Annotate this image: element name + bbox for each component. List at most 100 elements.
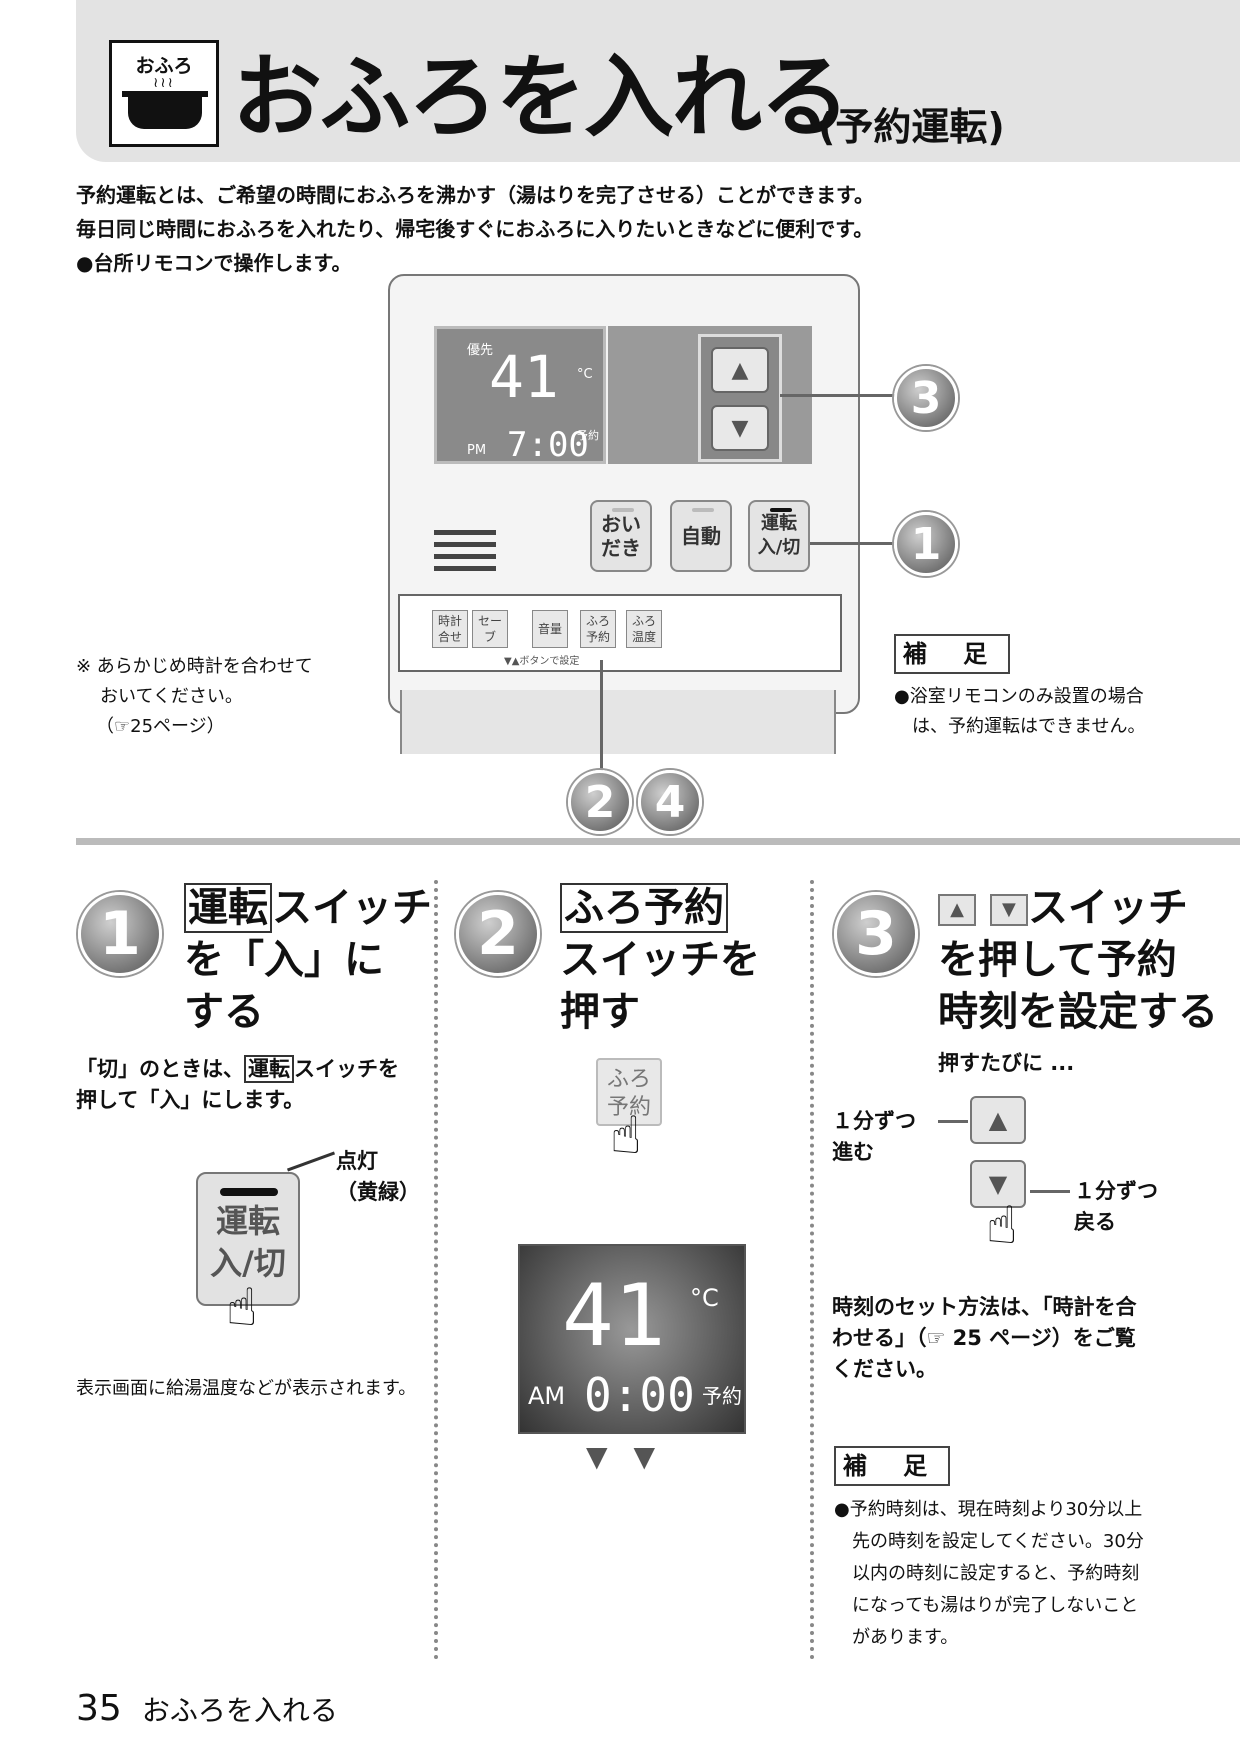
- step-2-key: ふろ予約: [560, 883, 728, 933]
- callout-2: 2: [568, 770, 632, 834]
- remote-arrow-buttons: ▲ ▼: [698, 334, 782, 462]
- step-3-title: ▲ ▼スイッチ を押して予約 時刻を設定する: [938, 882, 1218, 1038]
- step-3-body-line: ください。: [832, 1357, 937, 1381]
- triangle-down-icon: ▼: [988, 1170, 1008, 1198]
- sub-panel-caption: ▼▲ボタンで設定: [504, 656, 580, 667]
- bath-reserve-button-closeup[interactable]: ふろ 予約: [596, 1058, 662, 1126]
- tub-shape: [128, 93, 202, 129]
- step-3-title-line: を押して予約: [938, 937, 1177, 983]
- header-band: [76, 0, 1240, 162]
- steam-icon: ≀≀≀: [153, 75, 175, 91]
- led: [770, 508, 792, 512]
- blink-marks: ▼▼: [586, 1440, 682, 1473]
- callout-line: [600, 660, 603, 782]
- step-1-title: 運転スイッチ を「入」に する: [184, 882, 432, 1038]
- callout-line: [1030, 1190, 1070, 1193]
- up-label: １分ずつ 進む: [832, 1106, 916, 1168]
- step-3-note: ●予約時刻は、現在時刻より30分以上 先の時刻を設定してください。30分 以内の…: [834, 1494, 1144, 1654]
- hosoku-line: ●浴室リモコンのみ設置の場合: [894, 686, 1144, 707]
- bath-icon-label: おふろ: [135, 55, 193, 77]
- triangle-up-icon: ▲: [988, 1106, 1008, 1134]
- lamp-indicator: [220, 1188, 278, 1196]
- step-1-title-rest: スイッチ: [272, 885, 432, 931]
- step-3-body-line: わせる」（☞ 25 ページ）をご覧: [832, 1326, 1136, 1350]
- step-3-body-line: 時刻のセット方法は、「時計を合: [832, 1295, 1137, 1319]
- step-2-number: 2: [456, 892, 540, 976]
- triangle-down-icon: ▼: [989, 894, 1028, 926]
- triangle-up-icon: ▲: [731, 357, 749, 383]
- step-1-number: 1: [78, 892, 162, 976]
- column-divider: [810, 880, 814, 1660]
- step-3-body: 時刻のセット方法は、「時計を合 わせる」（☞ 25 ページ）をご覧 ください。: [832, 1292, 1137, 1385]
- clock-set-button[interactable]: 時計 合せ: [432, 610, 468, 648]
- step-3-number: 3: [834, 892, 918, 976]
- callout-line: [938, 1120, 968, 1123]
- step-3-title-line: 時刻を設定する: [938, 989, 1218, 1035]
- pointing-hand-icon: ☝: [986, 1196, 1018, 1256]
- step-2-title-line: 押す: [560, 989, 640, 1035]
- lamp-pointer: [286, 1151, 336, 1172]
- step-1-body-key: 運転: [244, 1055, 294, 1083]
- lamp-label-line: （黄緑）: [336, 1180, 420, 1204]
- remote-mount: [400, 690, 836, 754]
- button-line: 運転: [215, 1202, 280, 1240]
- lcd-closeup-ampm: AM: [528, 1382, 566, 1410]
- lcd-closeup-reserve: 予約: [702, 1384, 742, 1408]
- lcd-closeup-unit: °C: [690, 1284, 719, 1312]
- bath-icon: おふろ ≀≀≀: [109, 40, 219, 147]
- button-line: 予約: [606, 1095, 651, 1120]
- oidaki-button[interactable]: おい だき: [590, 500, 652, 572]
- hosoku-label: 補 足: [894, 634, 1010, 674]
- note-line: になっても湯はりが完了しないこと: [852, 1595, 1139, 1616]
- column-divider: [434, 880, 438, 1660]
- led: [692, 508, 714, 512]
- up-label-line: 進む: [832, 1140, 874, 1164]
- power-button-closeup[interactable]: 運転 入/切: [196, 1172, 300, 1306]
- auto-button[interactable]: 自動: [670, 500, 732, 572]
- auto-label: 自動: [681, 524, 721, 548]
- down-label: １分ずつ 戻る: [1074, 1176, 1158, 1238]
- save-button[interactable]: セーブ: [472, 610, 508, 648]
- bath-reserve-button[interactable]: ふろ 予約: [580, 610, 616, 648]
- arrow-up-button[interactable]: ▲: [711, 347, 769, 393]
- side-note-line: おいてください。: [100, 686, 243, 707]
- callout-1: 1: [894, 512, 958, 576]
- hosoku-note: ●浴室リモコンのみ設置の場合 は、予約運転はできません。: [894, 682, 1145, 742]
- triangle-up-icon: ▲: [938, 894, 976, 926]
- intro-line: 予約運転とは、ご希望の時間におふろを沸かす（湯はりを完了させる）ことができます。: [76, 183, 874, 207]
- note-line: があります。: [852, 1627, 959, 1648]
- hosoku-label: 補 足: [834, 1446, 950, 1486]
- speaker-grille: [434, 530, 496, 535]
- lcd-closeup-temp: 41: [562, 1266, 666, 1366]
- button-line: ふろ: [606, 1067, 651, 1092]
- callout-4: 4: [638, 770, 702, 834]
- arrow-up-button-closeup[interactable]: ▲: [970, 1096, 1026, 1144]
- button-line: 入/切: [210, 1244, 286, 1282]
- speaker-grille: [434, 566, 496, 571]
- oidaki-label: おい だき: [601, 512, 641, 560]
- arrow-down-button-closeup[interactable]: ▼: [970, 1160, 1026, 1208]
- step-1-body: 「切」のときは、運転スイッチを 押して「入」にします。: [76, 1054, 399, 1116]
- step-3-each-press: 押すたびに ...: [938, 1051, 1075, 1075]
- remote-sub-panel: 時計 合せ セーブ 音量 ふろ 予約 ふろ 温度 ▼▲ボタンで設定: [398, 594, 842, 672]
- power-button[interactable]: 運転 入/切: [748, 500, 810, 572]
- side-note-line: ※ あらかじめ時計を合わせて: [76, 656, 313, 677]
- step-1-body-text: 「切」のときは、: [76, 1057, 244, 1081]
- pointing-hand-icon: ☝: [226, 1278, 258, 1338]
- lamp-label: 点灯 （黄緑）: [336, 1146, 420, 1208]
- step-1-body-line: 押して「入」にします。: [76, 1088, 305, 1112]
- page-number: 35: [76, 1688, 122, 1729]
- volume-button[interactable]: 音量: [532, 610, 568, 648]
- note-line: 以内の時刻に設定すると、予約時刻: [852, 1563, 1140, 1584]
- bath-temp-button[interactable]: ふろ 温度: [626, 610, 662, 648]
- lcd-unit: °C: [577, 367, 593, 382]
- led: [612, 508, 634, 512]
- speaker-grille: [434, 554, 496, 559]
- side-note-line: （☞25ページ）: [96, 716, 225, 737]
- step-3-title-rest: スイッチ: [1027, 885, 1188, 931]
- note-line: 先の時刻を設定してください。30分: [852, 1531, 1144, 1552]
- callout-line: [810, 542, 900, 545]
- arrow-down-button[interactable]: ▼: [711, 405, 769, 451]
- lcd-ampm: PM: [467, 443, 487, 458]
